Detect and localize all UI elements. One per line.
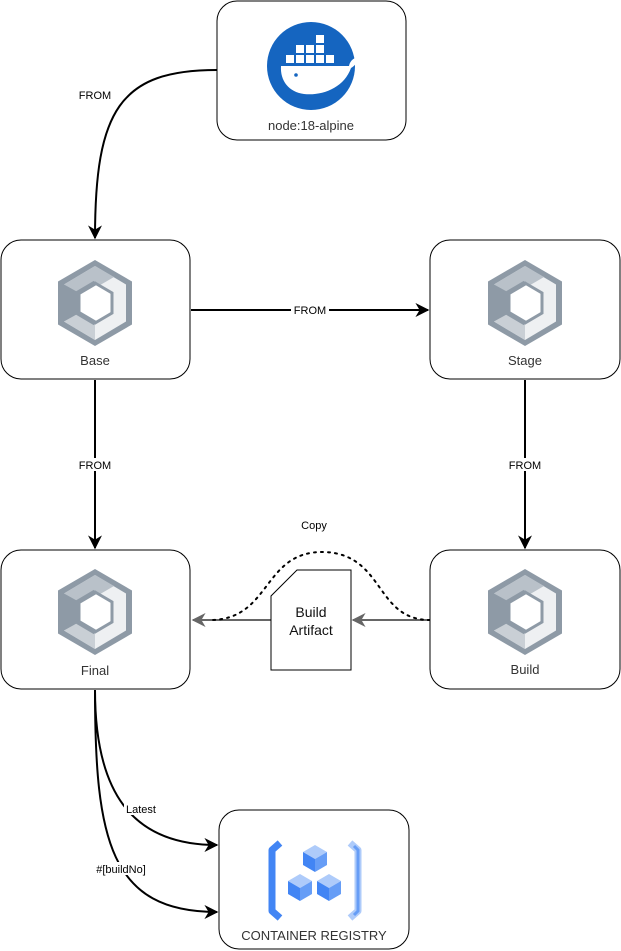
build-artifact-node: Build Artifact (270, 569, 352, 671)
edge-copy-dotted (209, 550, 431, 621)
node-final-box: Final (0, 549, 191, 690)
node-final-label: Final (81, 663, 109, 678)
artifact-label-line2: Artifact (289, 622, 333, 638)
edge-node-to-base (88, 69, 218, 240)
edge-label-node-to-base: FROM (79, 90, 111, 102)
edge-label-base-to-stage: FROM (294, 305, 326, 317)
artifact-label-line1: Build (295, 604, 326, 620)
node-build-label: Build (511, 662, 540, 677)
node-registry-box: CONTAINER REGISTRY (218, 809, 410, 950)
node-base-label: Base (80, 353, 110, 368)
edge-label-latest: Latest (126, 804, 156, 816)
edge-label-stage-to-build: FROM (509, 460, 541, 472)
node-build-box: Build (429, 549, 621, 690)
node-registry-label: CONTAINER REGISTRY (241, 928, 387, 943)
edge-label-copy: Copy (301, 520, 327, 532)
docker-whale-icon (267, 22, 360, 110)
edge-label-buildno: #[buildNo] (96, 864, 146, 876)
node-image-label: node:18-alpine (268, 118, 354, 133)
edge-final-to-registry-buildno (94, 689, 219, 919)
node-image-box: node:18-alpine (216, 0, 407, 141)
node-base-box: Base (0, 239, 191, 380)
edge-label-base-to-final: FROM (79, 460, 111, 472)
edge-final-to-registry-latest (94, 689, 219, 852)
node-stage-box: Stage (429, 239, 621, 380)
container-registry-icon (268, 840, 362, 921)
node-stage-label: Stage (508, 353, 542, 368)
document-icon (270, 569, 352, 671)
